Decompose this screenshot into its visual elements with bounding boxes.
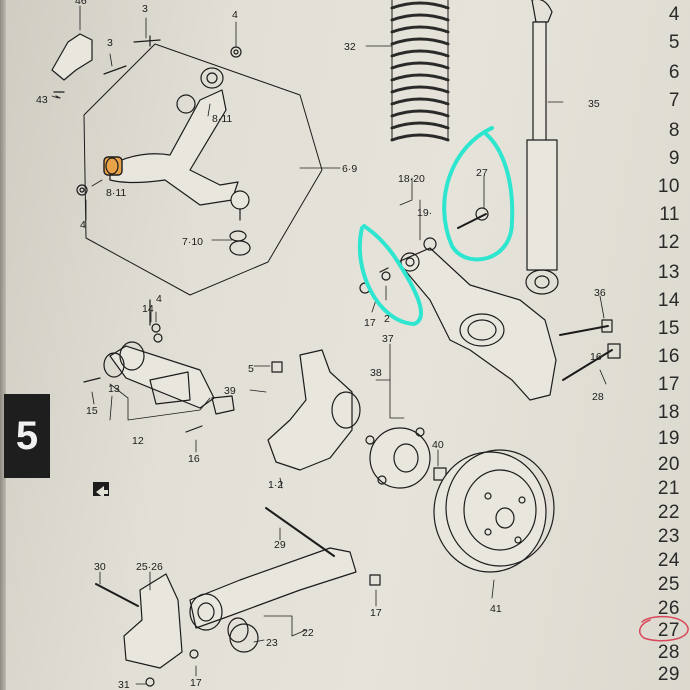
line-number: 27: [657, 620, 680, 641]
line-number: 15: [657, 318, 680, 339]
callout-4: 4: [80, 219, 86, 231]
callout-labels: 46 3 3 4 43 32 35 8·11 8·11 4 6·9 7·10 1…: [36, 0, 606, 690]
callout-36: 36: [594, 287, 606, 299]
shock-absorber-35: [525, 0, 559, 295]
line-number: 20: [657, 454, 680, 475]
callout-46: 46: [75, 0, 87, 7]
trailing-arm-22: [189, 507, 381, 653]
line-number: 26: [657, 598, 680, 619]
lateral-rod-18-20: [359, 207, 621, 401]
callout-41: 41: [490, 603, 502, 615]
callout-31: 31: [118, 679, 130, 690]
highlight-marks: [357, 126, 689, 642]
callout-15: 15: [86, 405, 98, 417]
callout-8-11: 8·11: [212, 113, 232, 125]
callout-22: 22: [302, 627, 314, 639]
callout-19: 19·: [417, 207, 432, 219]
callout-30: 30: [94, 561, 106, 573]
line-number: 4: [668, 4, 680, 25]
callout-7-10: 7·10: [182, 236, 203, 248]
callout-1-2: 1·2: [268, 479, 283, 491]
callout-16: 16: [188, 453, 200, 465]
callout-13: 13: [108, 383, 120, 395]
callout-17: 17: [370, 607, 382, 619]
callout-37: 37: [382, 333, 394, 345]
callout-39: 39: [224, 385, 236, 397]
callout-27: 27: [476, 167, 488, 179]
callout-17: 17: [364, 317, 376, 329]
callout-40: 40: [432, 439, 444, 451]
line-number: 22: [657, 502, 680, 523]
lateral-arm-12: [83, 299, 235, 433]
line-number: 24: [657, 550, 680, 571]
line-number: 23: [657, 526, 680, 547]
line-number: 16: [657, 346, 680, 367]
line-number: 12: [657, 232, 680, 253]
line-number: 17: [657, 374, 680, 395]
callout-29: 29: [274, 539, 286, 551]
callout-16: 16: [590, 351, 602, 363]
callout-17: 17: [190, 677, 202, 689]
section-tab: 5: [4, 394, 50, 478]
line-number: 18: [657, 402, 680, 423]
callout-8-11: 8·11: [106, 187, 126, 199]
line-number: 21: [657, 478, 680, 499]
knuckle-and-hub: [267, 349, 447, 489]
callout-32: 32: [344, 41, 356, 53]
callout-25-26: 25·26: [136, 561, 163, 573]
line-number-column: 4 5 6 7 8 9 10 11 12 13 14 15 16 17 18 1…: [644, 0, 684, 690]
bracket-25-26: [95, 573, 199, 687]
direction-arrow-icon: [93, 482, 109, 498]
callout-23: 23: [266, 637, 278, 649]
callout-4: 4: [232, 9, 238, 21]
callout-6-9: 6·9: [342, 163, 357, 175]
line-number: 5: [668, 32, 680, 53]
page-edge-shadow: [0, 0, 6, 690]
line-number: 11: [659, 204, 680, 225]
line-number: 29: [657, 664, 680, 685]
line-number: 8: [668, 120, 680, 141]
callout-12: 12: [132, 435, 144, 447]
callout-38: 38: [370, 367, 382, 379]
callout-14: 14: [142, 303, 154, 315]
callout-43: 43: [36, 94, 48, 106]
callout-4: 4: [156, 293, 162, 305]
callout-35: 35: [588, 98, 600, 110]
callout-18-20: 18·20: [398, 173, 425, 185]
line-number: 25: [657, 574, 680, 595]
cyan-highlight-27: [442, 126, 515, 262]
line-number: 13: [657, 262, 680, 283]
line-number: 9: [668, 148, 680, 169]
line-number: 19: [657, 428, 680, 449]
line-number: 28: [657, 642, 680, 663]
cyan-highlight-17: [357, 224, 423, 327]
callout-3: 3: [107, 37, 113, 49]
coil-spring-32: [390, 0, 450, 142]
callout-28: 28: [592, 391, 604, 403]
line-number: 6: [668, 62, 680, 83]
bracket-46: [51, 33, 93, 99]
callout-3: 3: [142, 3, 148, 15]
upper-arm-assembly: [76, 35, 323, 296]
callout-5: 5: [248, 363, 254, 375]
brake-drum-41: [433, 449, 555, 573]
line-number: 7: [668, 90, 680, 111]
callout-2: 2: [384, 313, 390, 325]
red-circle-27: [639, 615, 689, 642]
line-number: 14: [657, 290, 680, 311]
line-number: 10: [657, 176, 680, 197]
